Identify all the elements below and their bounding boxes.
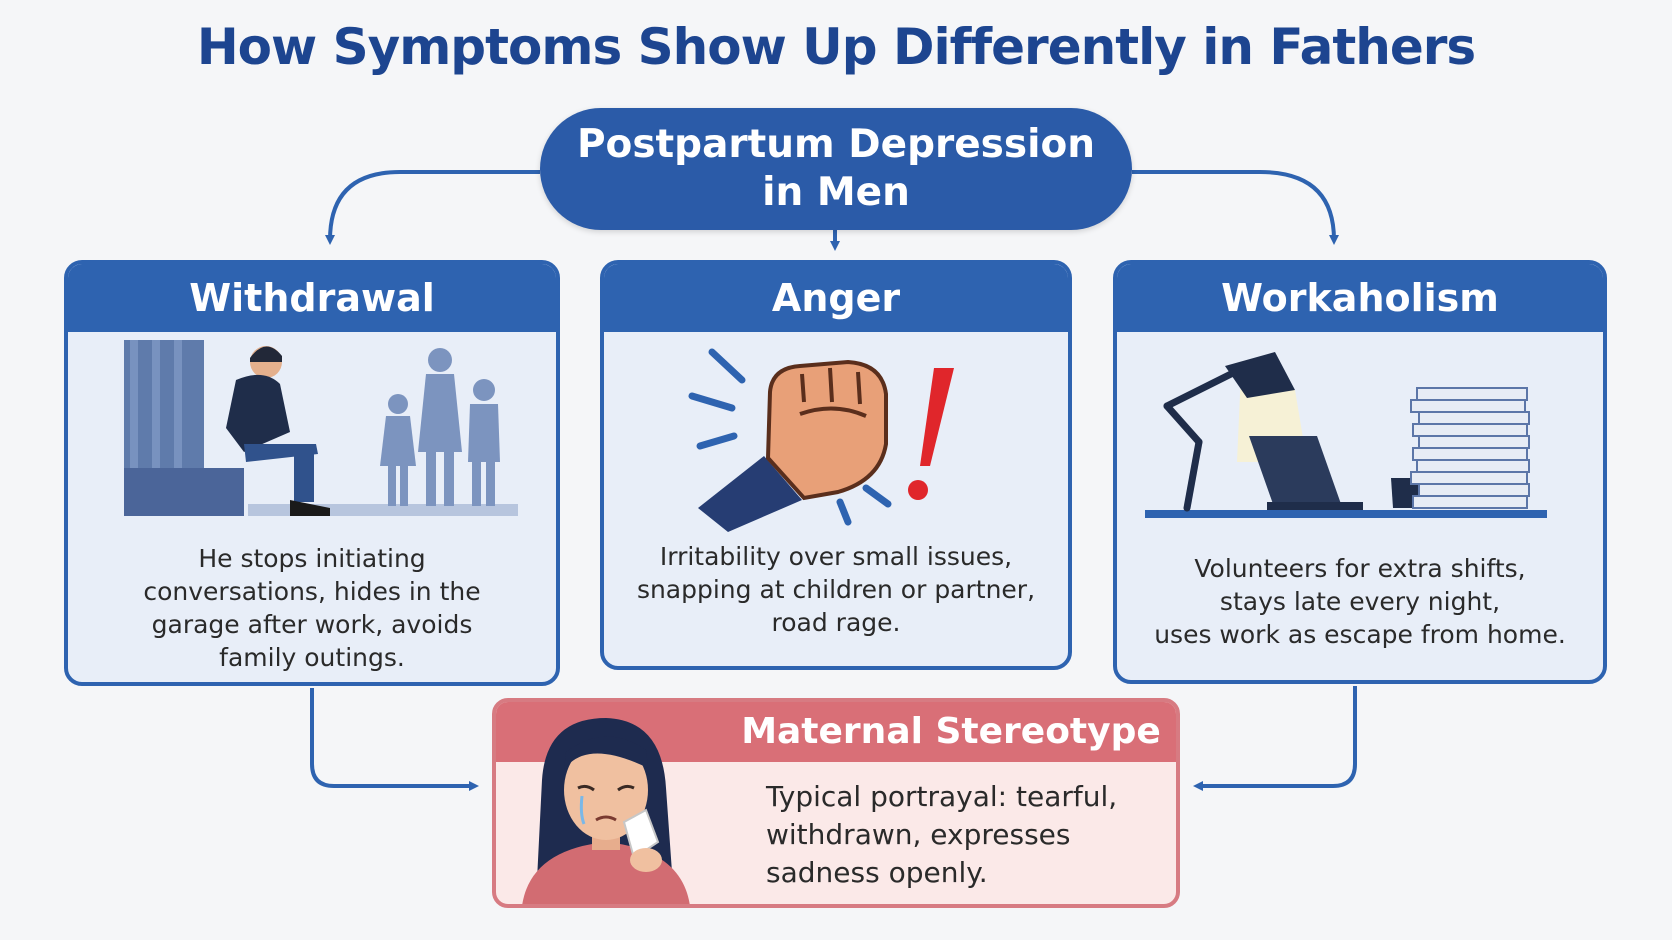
arrow-workaholism-to-maternal [1193,686,1357,791]
central-concept-pill: Postpartum Depression in Men [540,108,1132,230]
withdrawal-card: Withdrawal He stops initiating [64,260,560,686]
withdrawal-description: He stops initiating conversations, hides… [143,544,481,672]
workaholism-heading: Workaholism [1117,264,1603,332]
arrow-to-withdrawal [325,170,540,245]
workaholism-description: Volunteers for extra shifts, stays late … [1154,554,1566,649]
anger-description: Irritability over small issues, snapping… [636,542,1036,637]
page-title: How Symptoms Show Up Differently in Fath… [196,18,1476,76]
workaholism-card: Workaholism Volunteers for extra shifts, [1113,260,1607,684]
clenched-fist-illustration [688,348,954,532]
man-sitting-alone-illustration [124,340,518,516]
central-concept-line-2: in Men [762,170,910,215]
crying-woman-illustration [522,718,690,904]
anger-heading: Anger [604,264,1068,332]
anger-card: Anger Irritability over small issues, sn… [600,260,1072,670]
withdrawal-heading: Withdrawal [68,264,556,332]
arrow-to-workaholism [1132,170,1339,245]
desk-lamp-laptop-illustration [1145,352,1547,518]
maternal-heading: Maternal Stereotype [741,711,1161,752]
maternal-stereotype-card: Maternal Stereotype Typical portrayal: t… [492,698,1180,908]
maternal-description: Typical portrayal: tearful, withdrawn, e… [766,780,1118,889]
arrow-withdrawal-to-maternal [310,688,479,791]
central-concept-line-1: Postpartum Depression [576,122,1096,167]
